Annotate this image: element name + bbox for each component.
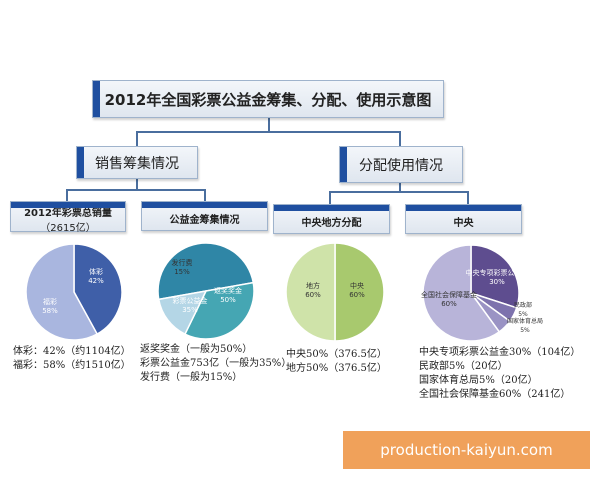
central-local-note-line: 地方50%（376.5亿）: [286, 363, 387, 374]
pie-slice: [422, 244, 501, 342]
sales-total-amount: （2615亿）: [40, 222, 96, 234]
connector-alloc-right: [467, 191, 469, 205]
watermark-text: production-kaiyun.com: [380, 441, 553, 459]
watermark-banner: production-kaiyun.com: [343, 431, 590, 469]
allocation-section-box: 分配使用情况: [339, 146, 463, 183]
connector-title-horizontal: [136, 131, 401, 133]
central-local-notes: 中央50%（376.5亿） 地方50%（376.5亿）: [286, 348, 387, 376]
central-local-label: 中央地方分配: [301, 217, 362, 229]
central-note-line: 全国社会保障基金60%（241亿）: [419, 389, 571, 400]
connector-sales-up: [136, 131, 138, 148]
pie-slice: [157, 290, 208, 336]
connector-alloc-down: [399, 182, 401, 192]
central-note-line: 中央专项彩票公益金30%（104亿）: [419, 347, 581, 358]
pie-slice: [470, 244, 520, 309]
central-accent: [406, 205, 521, 211]
sales-note-line: 体彩：42%（约1104亿）: [13, 346, 131, 357]
connector-sales-left: [66, 189, 68, 202]
connector-alloc-left: [329, 191, 331, 205]
sales-total-accent: [11, 202, 125, 208]
fund-note-line: 发行费（一般为15%）: [140, 372, 243, 383]
diagram-title: 2012年全国彩票公益金筹集、分配、使用示意图: [92, 80, 444, 118]
fund-raise-accent: [142, 202, 267, 208]
sales-section-box: 销售筹集情况: [76, 146, 198, 179]
pie-slice: [25, 243, 99, 341]
connector-sales-horizontal: [66, 189, 206, 191]
pie-slice: [183, 281, 255, 340]
connector-sales-down: [136, 178, 138, 190]
pie-slice: [73, 243, 123, 336]
diagram-title-text: 2012年全国彩票公益金筹集、分配、使用示意图: [104, 90, 432, 109]
connector-sales-right: [204, 189, 206, 202]
fund-note-line: 返奖奖金（一般为50%）: [140, 344, 253, 355]
pie-slice: [285, 242, 336, 342]
connector-alloc-up: [399, 131, 401, 148]
sales-total-box: 2012年彩票总销量 （2615亿）: [10, 201, 126, 234]
central-local-accent: [274, 205, 389, 211]
fund-notes: 返奖奖金（一般为50%） 彩票公益金753亿（一般为35%） 发行费（一般为15…: [140, 343, 291, 385]
central-local-note-line: 中央50%（376.5亿）: [286, 349, 387, 360]
sales-notes: 体彩：42%（约1104亿） 福彩：58%（约1510亿）: [13, 345, 131, 373]
central-box: 中央: [405, 204, 522, 234]
central-local-box: 中央地方分配: [273, 204, 390, 234]
central-notes: 中央专项彩票公益金30%（104亿） 民政部5%（20亿） 国家体育总局5%（2…: [419, 346, 580, 402]
allocation-section-label: 分配使用情况: [359, 157, 443, 174]
pie-slice: [157, 242, 255, 301]
title-accent: [93, 81, 100, 117]
fund-raise-label: 公益金筹集情况: [169, 214, 240, 226]
sales-total-label: 2012年彩票总销量: [24, 207, 112, 219]
sales-section-accent: [77, 147, 84, 178]
connector-title-down: [268, 118, 270, 132]
allocation-section-accent: [340, 147, 347, 182]
sales-note-line: 福彩：58%（约1510亿）: [13, 360, 131, 371]
central-note-line: 国家体育总局5%（20亿）: [419, 375, 538, 386]
pie-slice: [334, 242, 385, 342]
fund-note-line: 彩票公益金753亿（一般为35%）: [140, 358, 292, 369]
connector-alloc-horizontal: [329, 191, 469, 193]
fund-raise-box: 公益金筹集情况: [141, 201, 268, 231]
central-label: 中央: [453, 217, 474, 229]
sales-section-label: 销售筹集情况: [95, 155, 179, 172]
central-note-line: 民政部5%（20亿）: [419, 361, 508, 372]
